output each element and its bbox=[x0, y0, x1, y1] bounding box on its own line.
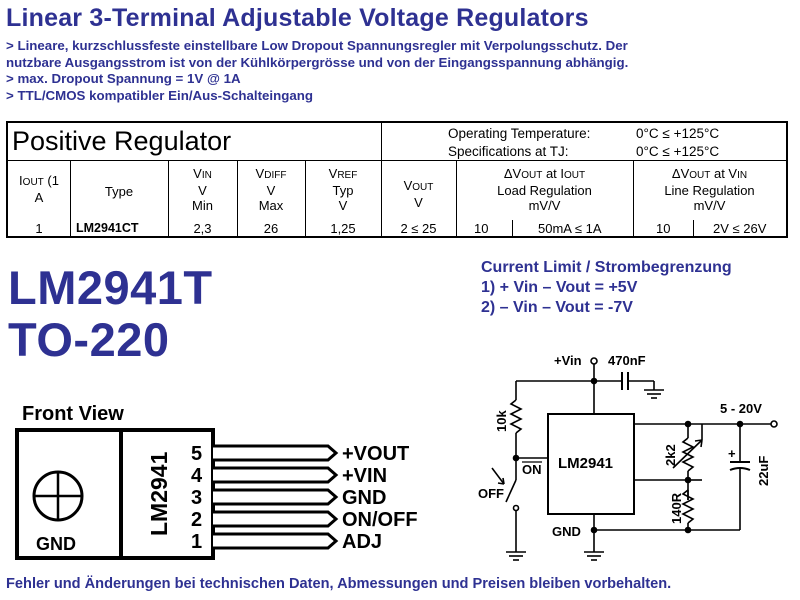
col-load-regulation: ΔVOUT at IOUT Load Regulation mV/V bbox=[497, 166, 592, 213]
col-vin: VIN V Min bbox=[192, 166, 213, 213]
pin-number: 2 bbox=[191, 509, 202, 531]
col-line-regulation: ΔVOUT at VIN Line Regulation mV/V bbox=[664, 166, 755, 213]
pin-name: ADJ bbox=[342, 531, 382, 553]
feature-line: > Lineare, kurzschlussfeste einstellbare… bbox=[6, 38, 628, 53]
current-limit-line: 2) – Vin – Vout = -7V bbox=[481, 299, 633, 316]
current-limit-line: 1) + Vin – Vout = +5V bbox=[481, 279, 638, 296]
model-name: LM2941T bbox=[8, 261, 213, 314]
schematic-on-label: ON bbox=[522, 462, 542, 477]
pin-number: 1 bbox=[191, 531, 202, 553]
schematic-r-pullup-label: 10k bbox=[494, 410, 509, 432]
package-marking: LM2941 bbox=[146, 451, 172, 536]
cell-iout: 1 bbox=[35, 221, 43, 236]
pin-leads bbox=[213, 444, 339, 550]
schematic-r-low-label: 140R bbox=[669, 492, 684, 524]
footer-disclaimer: Fehler und Änderungen bei technischen Da… bbox=[6, 576, 672, 592]
front-view-label: Front View bbox=[22, 403, 124, 425]
tab-gnd-label: GND bbox=[36, 534, 76, 554]
col-type: Type bbox=[104, 184, 134, 199]
spec-temp-value: 0°C ≤ +125°C bbox=[636, 144, 720, 159]
schematic-pot-label: 2k2 bbox=[663, 444, 678, 466]
feature-line: > TTL/CMOS kompatibler Ein/Aus-Schaltein… bbox=[6, 87, 313, 103]
schematic-vout-label: 5 - 20V bbox=[720, 401, 762, 416]
cell-load-value: 10 bbox=[474, 221, 489, 236]
schematic-ic-label: LM2941 bbox=[558, 455, 613, 472]
pin-name: GND bbox=[342, 487, 386, 509]
cell-vout: 2 ≤ 25 bbox=[400, 221, 437, 236]
col-vout: VOUT V bbox=[403, 178, 434, 210]
schematic-cap-in-label: 470nF bbox=[608, 353, 646, 368]
col-iout: IOUT (1 A bbox=[19, 173, 59, 205]
application-schematic: +Vin 470nF 10k ON OFF LM2941 GND 2k2 140… bbox=[478, 353, 778, 561]
op-temp-value: 0°C ≤ +125°C bbox=[636, 126, 720, 141]
cell-line-value: 10 bbox=[656, 221, 671, 236]
pin-name: +VIN bbox=[342, 465, 387, 487]
cell-load-condition: 50mA ≤ 1A bbox=[538, 221, 602, 236]
cell-line-condition: 2V ≤ 26V bbox=[713, 221, 767, 236]
spec-temp-label: Specifications at TJ: bbox=[448, 144, 569, 159]
cell-vref: 1,25 bbox=[330, 221, 356, 236]
pin-number: 3 bbox=[191, 487, 202, 509]
feature-line: > max. Dropout Spannung = 1V @ 1A bbox=[6, 71, 241, 86]
schematic-off-label: OFF bbox=[478, 486, 504, 501]
feature-line: nutzbare Ausgangsstrom ist von der Kühlk… bbox=[6, 54, 629, 70]
current-limit: Current Limit / Strombegrenzung 1) + Vin… bbox=[481, 258, 732, 318]
spec-table: Positive Regulator Operating Temperature… bbox=[6, 121, 788, 238]
cell-type: LM2941CT bbox=[76, 221, 139, 235]
schematic-vin-label: +Vin bbox=[554, 353, 582, 368]
package-name: TO-220 bbox=[8, 313, 170, 366]
col-vdiff: VDIFF V Max bbox=[255, 166, 287, 213]
model-block: LM2941T TO-220 bbox=[8, 262, 213, 366]
schematic-cap-out-label: 22uF bbox=[756, 456, 771, 486]
pin-name: +VOUT bbox=[342, 443, 409, 465]
col-vref: VREF Typ V bbox=[328, 166, 358, 213]
page-title: Linear 3-Terminal Adjustable Voltage Reg… bbox=[6, 4, 589, 32]
feature-list: > Lineare, kurzschlussfeste einstellbare… bbox=[6, 38, 628, 104]
front-view-drawing: Front View GND LM2941 5 4 3 2 1 +VOUT +V… bbox=[15, 403, 418, 560]
cell-vdiff: 26 bbox=[263, 221, 279, 236]
pin-number: 5 bbox=[191, 443, 202, 465]
table-heading: Positive Regulator bbox=[12, 126, 232, 156]
schematic-gnd-label: GND bbox=[552, 524, 581, 539]
pin-name: ON/OFF bbox=[342, 509, 418, 531]
cell-vin: 2,3 bbox=[193, 221, 212, 236]
op-temp-label: Operating Temperature: bbox=[448, 126, 591, 141]
pin-number: 4 bbox=[191, 465, 203, 487]
current-limit-title: Current Limit / Strombegrenzung bbox=[481, 259, 732, 276]
schematic-cap-plus: + bbox=[728, 446, 736, 461]
